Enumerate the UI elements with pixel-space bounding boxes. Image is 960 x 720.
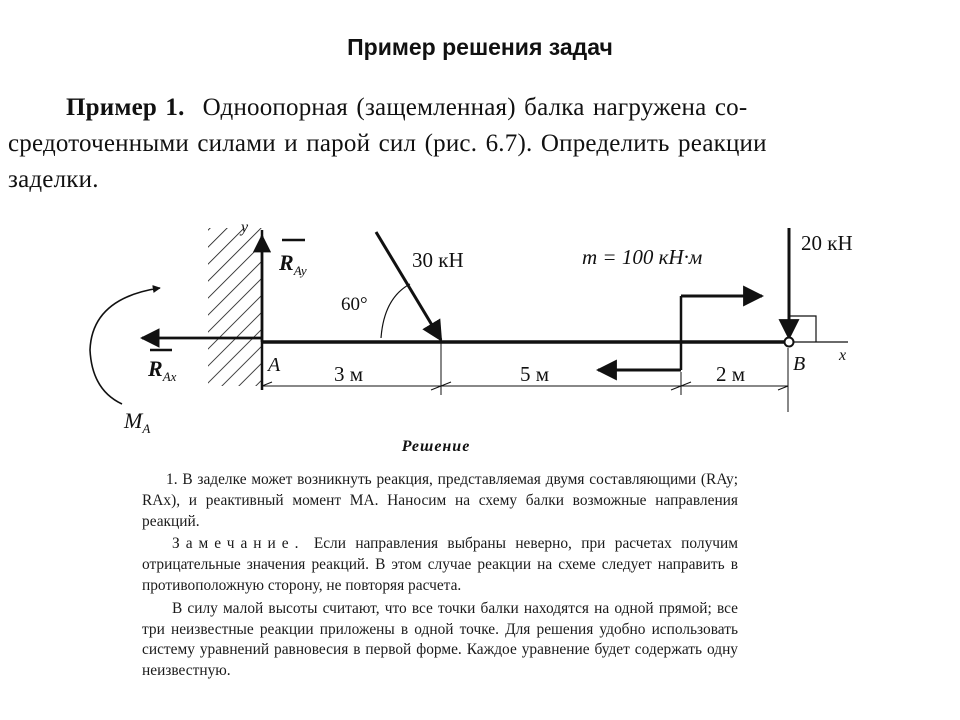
dimension-5m: 5 м (520, 362, 549, 386)
solution-heading: Решение (401, 438, 471, 455)
note-word: Замечание. (172, 535, 305, 553)
problem-line-1: Пример 1. Одноопорная (защемленная) балка… (8, 90, 943, 126)
problem-statement: Пример 1. Одноопорная (защемленная) балка… (8, 90, 943, 198)
fixed-support-wall (208, 228, 264, 390)
angle-arc (380, 283, 411, 339)
dimension-3m: 3 м (334, 362, 363, 386)
couple-label: m = 100 кН·м (582, 245, 702, 269)
point-a-label: A (266, 354, 281, 376)
point-b-marker (783, 336, 795, 348)
problem-text-1: Одноопорная (защемленная) балка нагружен… (202, 94, 748, 121)
slide-title: Пример решения задач (347, 34, 613, 60)
reactive-moment-arrow (89, 285, 161, 405)
beam-diagram: x y RAy RAx MA A 60° 30 кН m = 100 кН·м … (89, 219, 853, 436)
force-20kn-label: 20 кН (801, 231, 853, 255)
solution-paragraph-3: В силу малой высоты считают, что все точ… (142, 599, 738, 680)
y-axis-label: y (239, 219, 249, 236)
couple-moment (595, 285, 765, 381)
problem-line-2: средоточенными силами и парой сил (рис. … (8, 130, 767, 157)
dimension-lines (261, 342, 789, 412)
reaction-ax-label: RAx (147, 356, 177, 384)
x-axis-label: x (838, 347, 846, 364)
reaction-ay-label: RAy (278, 250, 307, 278)
problem-line-3: заделки. (8, 166, 99, 193)
dimension-2m: 2 м (716, 362, 745, 386)
angle-label: 60° (341, 294, 368, 315)
problem-lead: Пример 1. (66, 94, 185, 121)
solution-paragraph-1: 1. В заделке может возникнуть реакция, п… (142, 471, 738, 530)
solution-paragraph-2: Замечание. Если направления выбраны неве… (142, 534, 738, 596)
force-30kn-arrow (374, 231, 443, 342)
force-30kn-label: 30 кН (412, 248, 464, 272)
note-text: Если направления выбраны неверно, при ра… (142, 535, 738, 594)
right-angle-mark (789, 315, 817, 342)
point-b-label: B (793, 353, 805, 375)
moment-label: MA (123, 408, 150, 436)
solution-text: 1. В заделке может возникнуть реакция, п… (142, 470, 738, 684)
